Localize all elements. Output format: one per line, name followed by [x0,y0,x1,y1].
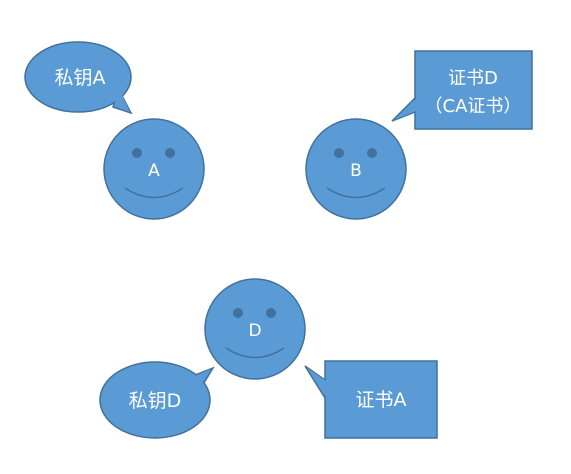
face-b-left-eye [334,148,344,158]
callout-cert-a: 证书A [304,360,438,439]
face-a-right-eye [165,148,175,158]
face-d-right-eye [266,308,276,318]
face-a: A [103,118,205,220]
face-b-label: B [350,161,362,181]
callout-private-key-d-text: 私钥D [129,390,182,412]
callout-cert-d-line1: 证书D [448,68,498,89]
face-d-label: D [248,321,261,341]
face-a-circle [103,118,205,220]
face-d: D [204,278,306,380]
face-b-smile [326,187,386,199]
callout-cert-d: 证书D （CA证书） [391,50,533,130]
callout-cert-d-line2: （CA证书） [425,96,522,117]
callout-cert-a-text: 证书A [356,389,407,411]
face-d-circle [204,278,306,380]
callout-private-key-a-text: 私钥A [55,67,106,89]
face-a-smile [124,187,184,199]
face-b-circle [305,118,407,220]
face-a-label: A [148,161,160,181]
face-d-smile [225,347,285,359]
face-a-left-eye [132,148,142,158]
face-b-right-eye [367,148,377,158]
callout-private-key-d: 私钥D [99,361,215,439]
face-b: B [305,118,407,220]
callout-private-key-a: 私钥A [24,41,133,115]
face-d-left-eye [233,308,243,318]
